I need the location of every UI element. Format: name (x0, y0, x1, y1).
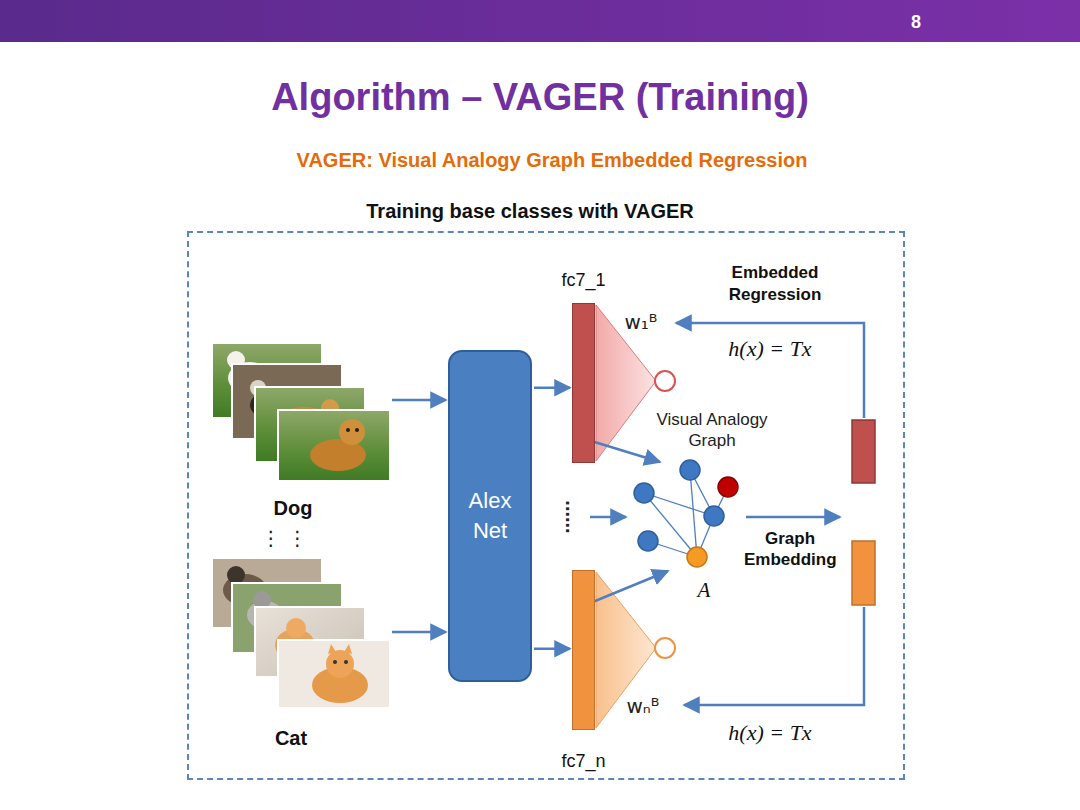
node-label: fc7_1 (561, 270, 605, 291)
flow-arrow (392, 399, 446, 402)
flow-arrow (534, 648, 570, 651)
feature-bar: fc7_1 (572, 303, 595, 463)
page-number: 8 (911, 12, 921, 33)
weight-label: w₁ᴮ (624, 310, 657, 334)
weight-label: wₙᴮ (627, 694, 660, 718)
section-label: Embedded Regression (719, 262, 831, 306)
subtitle: VAGER: Visual Analogy Graph Embedded Reg… (297, 149, 808, 172)
node-label: Cat (275, 727, 307, 750)
node-label: fc7_n (561, 751, 605, 772)
graph-label: Visual Analogy Graph (646, 409, 778, 452)
formula: h(x) = Tx (728, 336, 811, 362)
image-stack: Dog (212, 340, 390, 522)
node-label: Training base classes with VAGER (366, 200, 694, 223)
flow-arrow (392, 631, 446, 634)
node-label: Alex Net (458, 486, 522, 545)
node-label: Dog (274, 497, 313, 520)
image-stack: Cat (212, 558, 390, 750)
feature-bar: fc7_n (572, 570, 595, 730)
network-box: Alex Net (448, 350, 532, 682)
flow-arrow (534, 387, 570, 390)
section-label: Graph Embedding (744, 528, 836, 571)
ellipsis: ⋮ ⋮ (261, 526, 307, 550)
ellipsis: ...... (561, 500, 584, 533)
slide-title: Algorithm – VAGER (Training) (0, 76, 1080, 119)
dashed-frame: Training base classes with VAGERDogCatAl… (187, 231, 905, 780)
matrix-label: A (698, 578, 711, 603)
formula: h(x) = Tx (728, 720, 811, 746)
